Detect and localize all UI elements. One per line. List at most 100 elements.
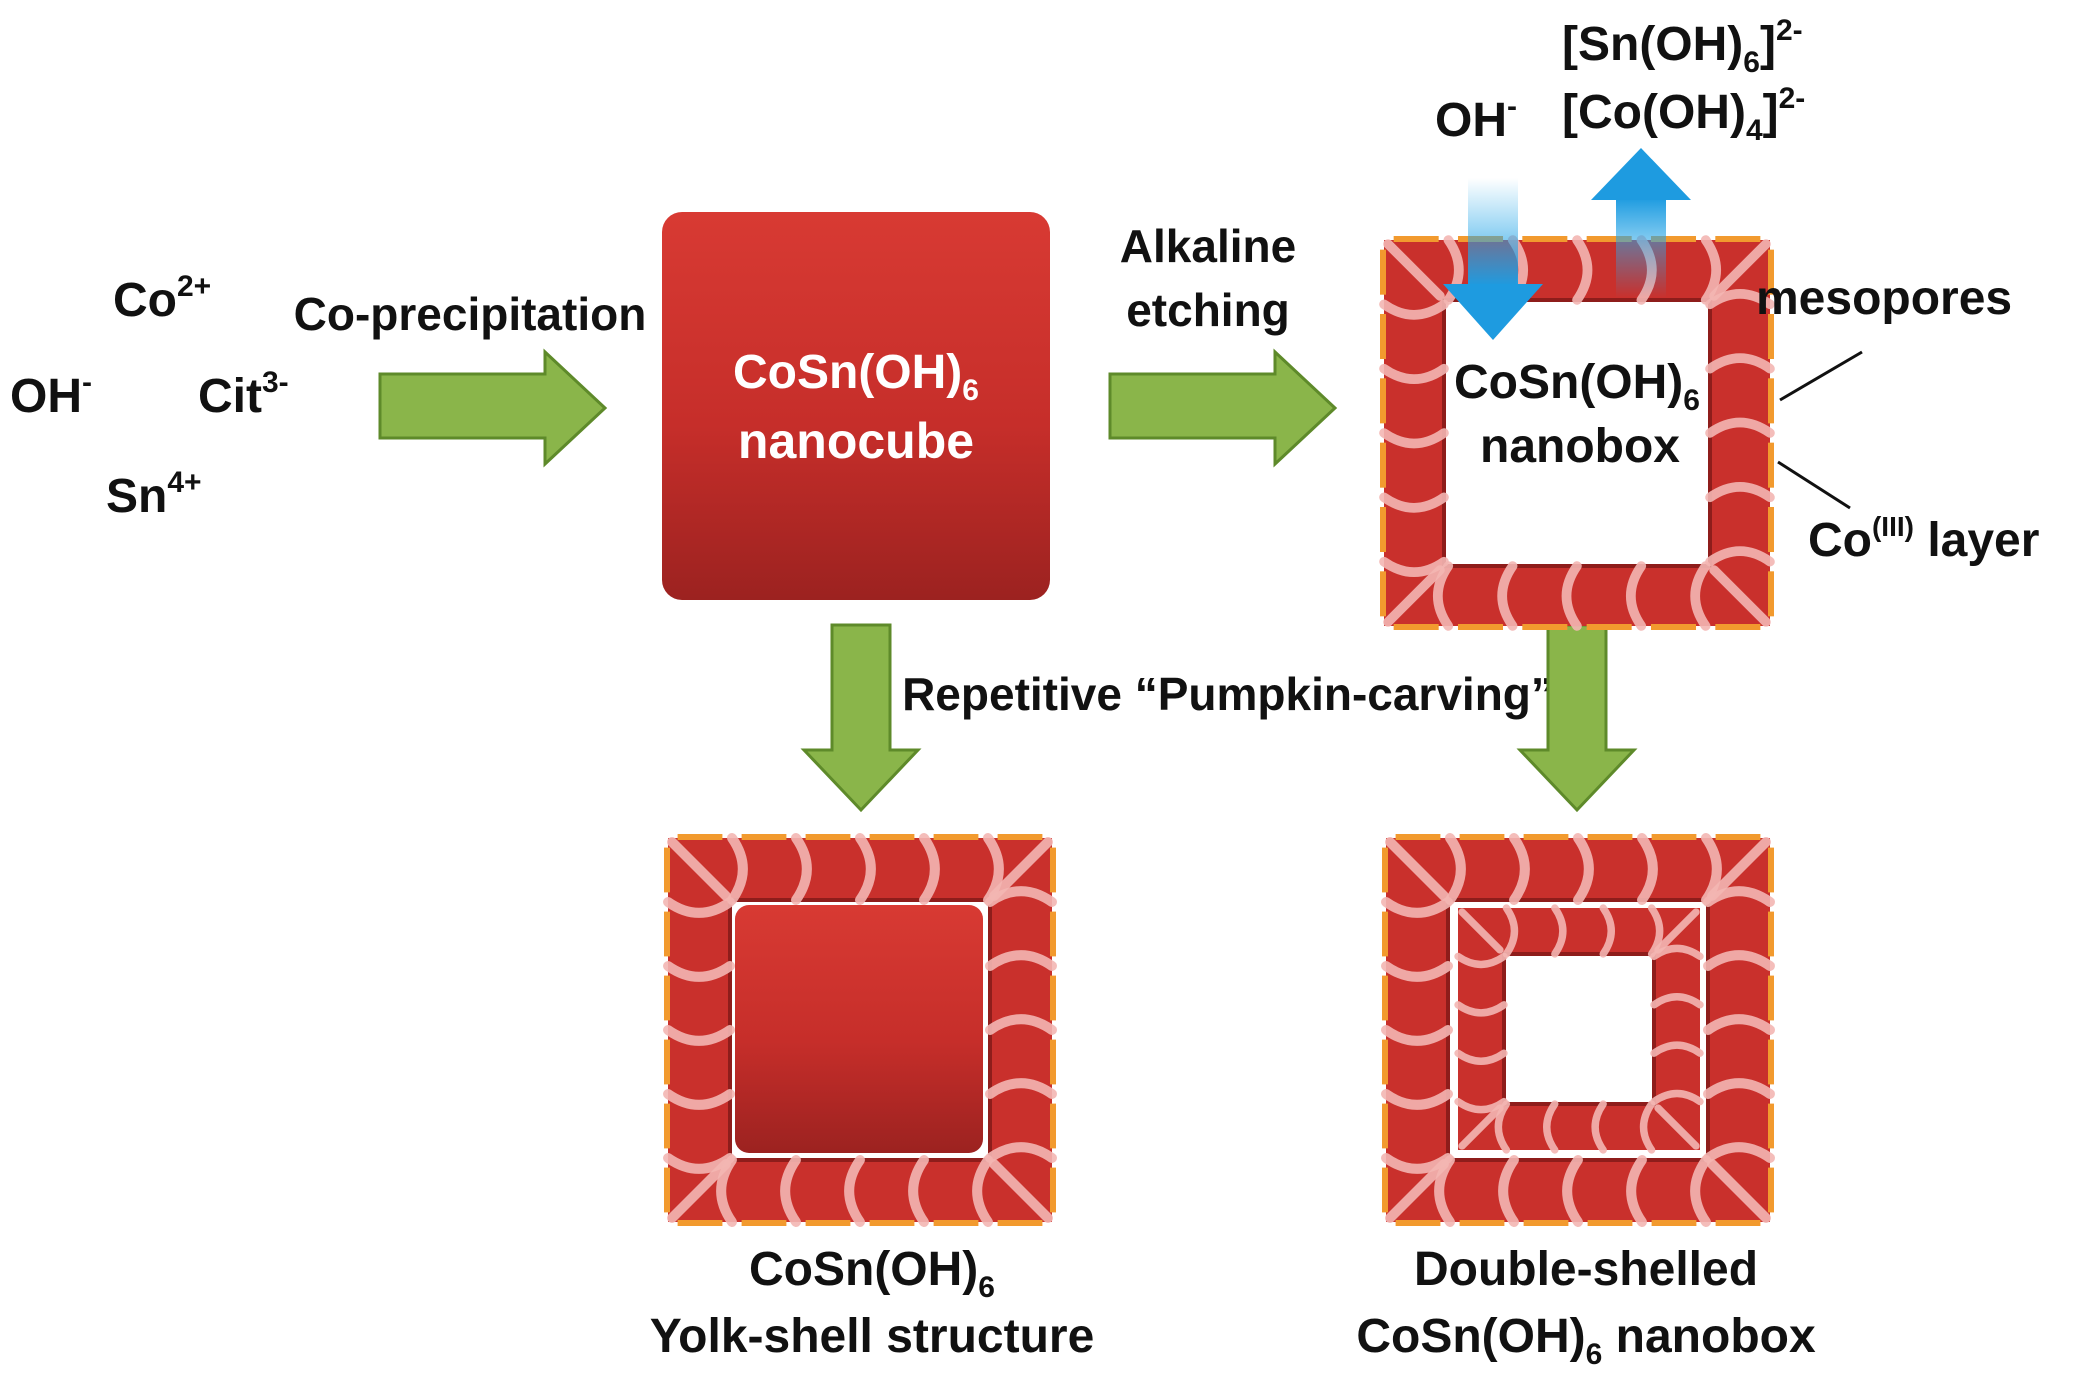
mesopore-channel	[855, 833, 876, 905]
mesopore-channel	[1690, 561, 1711, 631]
rim-segment	[1459, 1220, 1505, 1226]
rim-segment	[1523, 1220, 1569, 1226]
mesopore-channel	[1654, 1104, 1700, 1150]
mesopore-channel	[1573, 833, 1594, 905]
mesopore-channel	[1443, 235, 1464, 305]
co-ion-label: Co2+	[113, 270, 211, 327]
mesopore-channel	[1454, 952, 1508, 969]
mesopore-channel	[663, 961, 735, 982]
mesopore-channel	[1572, 235, 1593, 305]
mesopore-channel	[1703, 950, 1775, 971]
mesopore-channel	[1705, 417, 1775, 438]
rim-segment	[1768, 1103, 1774, 1149]
arrow-down-to-yolk-shell	[800, 623, 922, 813]
rim-segment	[1715, 236, 1761, 242]
mesopore-channel	[1454, 1097, 1508, 1114]
mesopore-channel	[1637, 833, 1658, 905]
mesopore-channel	[972, 1155, 993, 1227]
mesopore-channel	[1709, 565, 1771, 627]
mesopore-channel	[1562, 1155, 1583, 1227]
rim-segment	[997, 1220, 1043, 1226]
mesopore-channel	[989, 1159, 1053, 1223]
mesopore-channel	[1703, 1142, 1775, 1163]
mesopore-channel	[1599, 904, 1615, 958]
mesopore-channel	[1705, 289, 1775, 310]
sn-ion-label: Sn4+	[106, 466, 202, 523]
rim-segment	[1382, 1103, 1388, 1149]
oh-ion-label: OH-	[10, 366, 92, 423]
mesopore-channel	[1690, 1155, 1711, 1227]
rim-segment	[664, 975, 670, 1021]
alkaline-label: Alkaline	[1120, 220, 1296, 272]
mesopore-channel	[1433, 561, 1454, 631]
rim-segment	[1395, 1220, 1441, 1226]
arrow-right-alkaline-etching	[1108, 348, 1338, 468]
rim-segment	[805, 1220, 851, 1226]
pumpkin-carving-label: Repetitive “Pumpkin-carving”	[902, 668, 1554, 720]
rim-segment	[1395, 834, 1441, 840]
rim-segment	[1380, 378, 1386, 424]
mesopore-channel	[1494, 1100, 1511, 1154]
rim-segment	[677, 1220, 723, 1226]
rim-segment	[1587, 1220, 1633, 1226]
rim-segment	[1393, 236, 1439, 242]
mesopore-channel	[1707, 837, 1771, 901]
mesopore-channel	[1709, 239, 1771, 301]
rim-segment	[1650, 624, 1697, 630]
mesopore-channel	[1650, 993, 1704, 1009]
mesopore-channel	[663, 1025, 735, 1046]
co-iii-pointer-line	[1777, 460, 1851, 510]
rim-segment	[1050, 975, 1056, 1021]
mesopore-channel	[780, 1155, 801, 1227]
rim-segment	[1587, 834, 1633, 840]
mesopore-channel	[1561, 561, 1582, 631]
rim-segment	[1768, 506, 1774, 553]
rim-segment	[1651, 834, 1697, 840]
mesopore-channel	[1551, 904, 1567, 958]
rim-segment	[1715, 834, 1761, 840]
rim-segment	[1050, 847, 1056, 893]
yolk-shell-formula: CoSn(OH)6	[749, 1243, 995, 1304]
mesopore-channel	[985, 1078, 1057, 1099]
mesopore-channel	[1385, 1159, 1449, 1223]
rim-segment	[1651, 1220, 1697, 1226]
mesopore-channel	[663, 1089, 735, 1110]
rim-segment	[1380, 313, 1386, 360]
rim-segment	[1050, 1039, 1056, 1085]
rim-segment	[1768, 911, 1774, 957]
mesopore-channel	[1626, 561, 1647, 631]
hydroxide-inflow-arrow	[1443, 178, 1543, 340]
ions-outflow-arrow	[1591, 148, 1691, 298]
rim-segment	[1586, 624, 1632, 630]
rim-segment	[1715, 1220, 1761, 1226]
mesopore-channel	[667, 1159, 731, 1223]
mesopore-channel	[1626, 1155, 1647, 1227]
rim-segment	[1382, 847, 1388, 893]
rim-segment	[1459, 834, 1505, 840]
mesopore-channel	[1379, 428, 1449, 449]
rim-segment	[1457, 624, 1504, 630]
rim-segment	[1768, 571, 1774, 617]
arrow-right-coprecipitation	[378, 348, 608, 468]
rim-segment	[1050, 1167, 1056, 1213]
mesopore-channel	[1454, 1049, 1508, 1065]
mesopore-channel	[1650, 944, 1704, 961]
rim-segment	[1768, 378, 1774, 424]
rim-segment	[1050, 1103, 1056, 1149]
rim-segment	[1650, 236, 1697, 242]
rim-segment	[664, 1039, 670, 1085]
rim-segment	[1768, 1167, 1774, 1213]
nanobox-label: nanobox	[1480, 420, 1680, 473]
rim-segment	[1382, 1039, 1388, 1085]
mesopores-label: mesopores	[1756, 272, 2012, 325]
mesopore-channel	[1502, 904, 1519, 958]
mesopore-channel	[1639, 1100, 1656, 1154]
mesopore-channel	[908, 1155, 929, 1227]
rim-segment	[997, 834, 1043, 840]
rim-segment	[1050, 911, 1056, 957]
hydroxide-in-label: OH-	[1435, 90, 1517, 147]
mesopore-channel	[1379, 299, 1449, 320]
mesopore-channel	[1707, 1159, 1771, 1223]
mesopore-channel	[791, 833, 812, 905]
mesopore-channel	[1498, 1155, 1519, 1227]
